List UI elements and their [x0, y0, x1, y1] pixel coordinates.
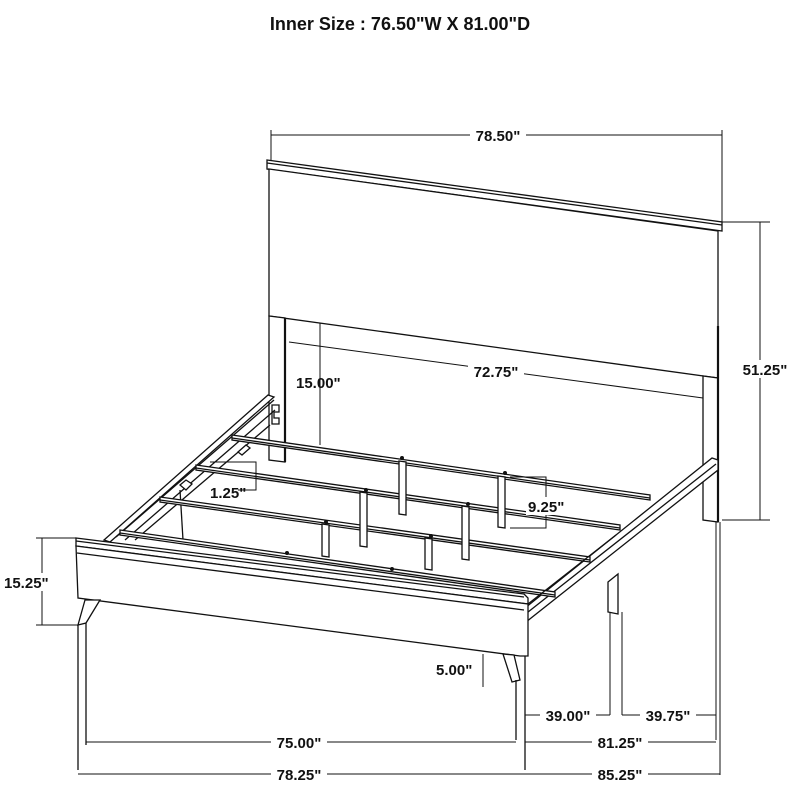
dim-footboard-height: 15.25": [4, 575, 49, 592]
dim-center-to-leg: 39.75": [646, 708, 691, 725]
dim-slat-spacing: 9.25": [528, 499, 564, 516]
headboard: [266, 159, 723, 523]
footboard: [75, 534, 617, 770]
dim-outer-length: 85.25": [598, 767, 643, 784]
dim-panel-inner-width: 72.75": [474, 364, 519, 381]
dim-leg-to-center: 39.00": [546, 708, 591, 725]
diagram-title: Inner Size : 76.50"W X 81.00"D: [269, 14, 531, 34]
dim-rail-ledge: 1.25": [210, 485, 246, 502]
dim-outer-width: 78.25": [277, 767, 322, 784]
dim-headboard-height: 51.25": [743, 362, 788, 379]
left-side-rail: [102, 394, 276, 543]
dim-under-bed-clearance: 5.00": [436, 662, 472, 679]
dimension-labels: 78.50" 51.25" 72.75" 15.00" 9.25" 1.25" …: [2, 126, 790, 784]
dim-headboard-clearance: 15.00": [296, 375, 341, 392]
dim-headboard-width: 78.50": [476, 128, 521, 145]
dim-inner-length: 81.25": [598, 735, 643, 752]
dim-inner-width: 75.00": [277, 735, 322, 752]
